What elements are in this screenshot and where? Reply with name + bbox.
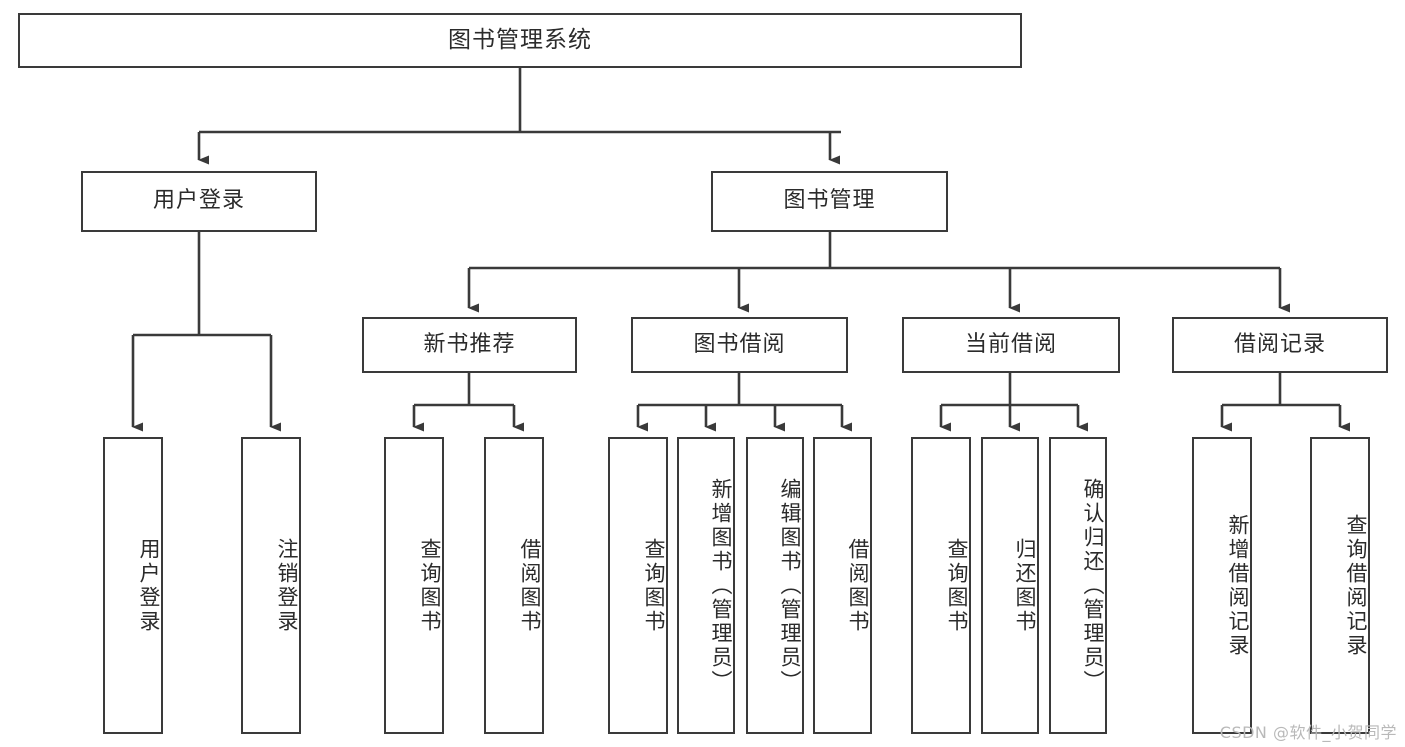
node-leaf-return-book[interactable]: 归还图书: [981, 437, 1039, 734]
node-label: 归还图书: [1013, 537, 1037, 634]
node-leaf-borrow-book-2[interactable]: 借阅图书: [813, 437, 872, 734]
node-label: 用户登录: [152, 188, 245, 214]
node-leaf-user-login[interactable]: 用户登录: [103, 437, 163, 734]
node-book-management[interactable]: 图书管理: [711, 171, 948, 232]
node-leaf-query-record[interactable]: 查询借阅记录: [1310, 437, 1370, 734]
node-label: 借阅图书: [846, 537, 870, 634]
node-leaf-logout-login[interactable]: 注销登录: [241, 437, 301, 734]
node-label: 图书管理: [783, 188, 876, 214]
node-leaf-query-book-1[interactable]: 查询图书: [384, 437, 444, 734]
node-leaf-add-book[interactable]: 新增图书（管理员）: [677, 437, 735, 734]
node-borrow-record[interactable]: 借阅记录: [1172, 317, 1388, 373]
node-label: 当前借阅: [964, 331, 1057, 357]
node-leaf-borrow-book-1[interactable]: 借阅图书: [484, 437, 544, 734]
node-label: 编辑图书（管理员）: [778, 477, 802, 694]
node-user-login[interactable]: 用户登录: [81, 171, 317, 232]
node-label: 查询图书: [642, 537, 666, 634]
node-label: 图书借阅: [693, 331, 786, 357]
node-new-book-recommend[interactable]: 新书推荐: [362, 317, 577, 373]
node-label: 借阅图书: [518, 537, 542, 634]
node-label: 确认归还（管理员）: [1081, 477, 1105, 694]
node-root-book-management-system[interactable]: 图书管理系统: [18, 13, 1022, 68]
node-label: 查询图书: [945, 537, 969, 634]
node-label: 新增借阅记录: [1226, 513, 1250, 658]
node-label: 图书管理系统: [448, 26, 592, 53]
csdn-watermark: CSDN @软件_小贺同学: [1219, 723, 1397, 742]
node-label: 注销登录: [275, 537, 299, 634]
node-label: 新增图书（管理员）: [709, 477, 733, 694]
node-label: 查询借阅记录: [1344, 513, 1368, 658]
node-label: 借阅记录: [1233, 331, 1326, 357]
node-leaf-add-record[interactable]: 新增借阅记录: [1192, 437, 1252, 734]
node-label: 查询图书: [418, 537, 442, 634]
node-leaf-query-book-3[interactable]: 查询图书: [911, 437, 971, 734]
node-leaf-query-book-2[interactable]: 查询图书: [608, 437, 668, 734]
node-label: 新书推荐: [423, 331, 516, 357]
node-book-borrow[interactable]: 图书借阅: [631, 317, 848, 373]
node-leaf-confirm-return[interactable]: 确认归还（管理员）: [1049, 437, 1107, 734]
node-current-borrow[interactable]: 当前借阅: [902, 317, 1120, 373]
node-leaf-edit-book[interactable]: 编辑图书（管理员）: [746, 437, 804, 734]
node-label: 用户登录: [137, 537, 161, 634]
